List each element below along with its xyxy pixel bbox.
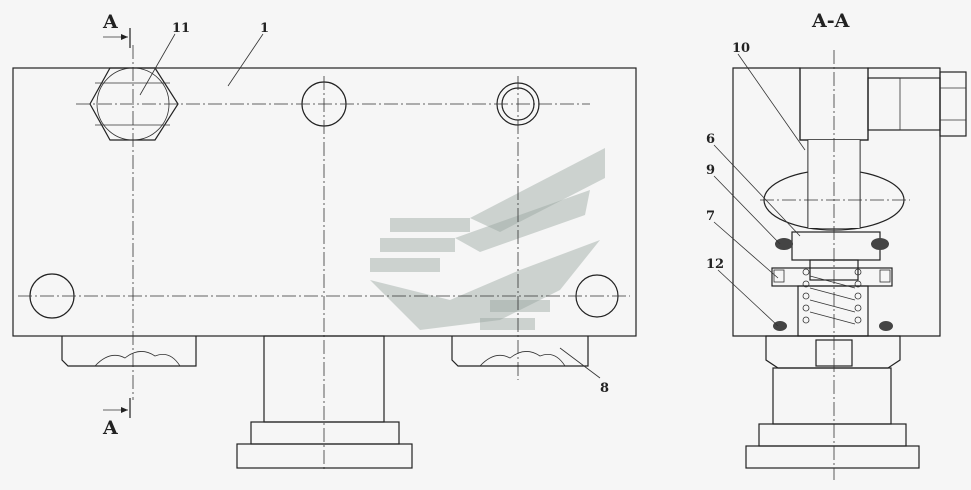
watermark-logo bbox=[370, 148, 605, 330]
callout-8: 8 bbox=[600, 381, 609, 396]
front-view: A A 11 1 8 bbox=[12, 11, 637, 470]
seal-right bbox=[871, 238, 889, 250]
section-base bbox=[745, 445, 920, 469]
callout-7: 7 bbox=[706, 209, 715, 224]
left-flange bbox=[61, 336, 197, 367]
right-flange bbox=[451, 336, 589, 367]
callout-6: 6 bbox=[706, 132, 715, 147]
section-mark-bottom: A bbox=[102, 417, 118, 439]
seat bbox=[791, 231, 881, 261]
base-flange bbox=[250, 421, 400, 445]
section-title: A-A bbox=[811, 10, 850, 32]
seal-lower-right bbox=[879, 321, 893, 331]
section-stem bbox=[772, 367, 892, 425]
callout-1: 1 bbox=[260, 21, 269, 36]
seal-left bbox=[775, 238, 793, 250]
section-mark-top: A bbox=[102, 11, 118, 33]
base-plate bbox=[236, 443, 413, 469]
section-view-a-a: A-A bbox=[706, 10, 967, 480]
adapter bbox=[765, 335, 901, 369]
callout-10: 10 bbox=[732, 41, 750, 56]
callout-9: 9 bbox=[706, 163, 715, 178]
side-plug bbox=[939, 71, 967, 137]
callout-11: 11 bbox=[172, 21, 190, 36]
seal-lower-left bbox=[773, 321, 787, 331]
callout-12: 12 bbox=[706, 257, 724, 272]
spring bbox=[802, 268, 862, 325]
